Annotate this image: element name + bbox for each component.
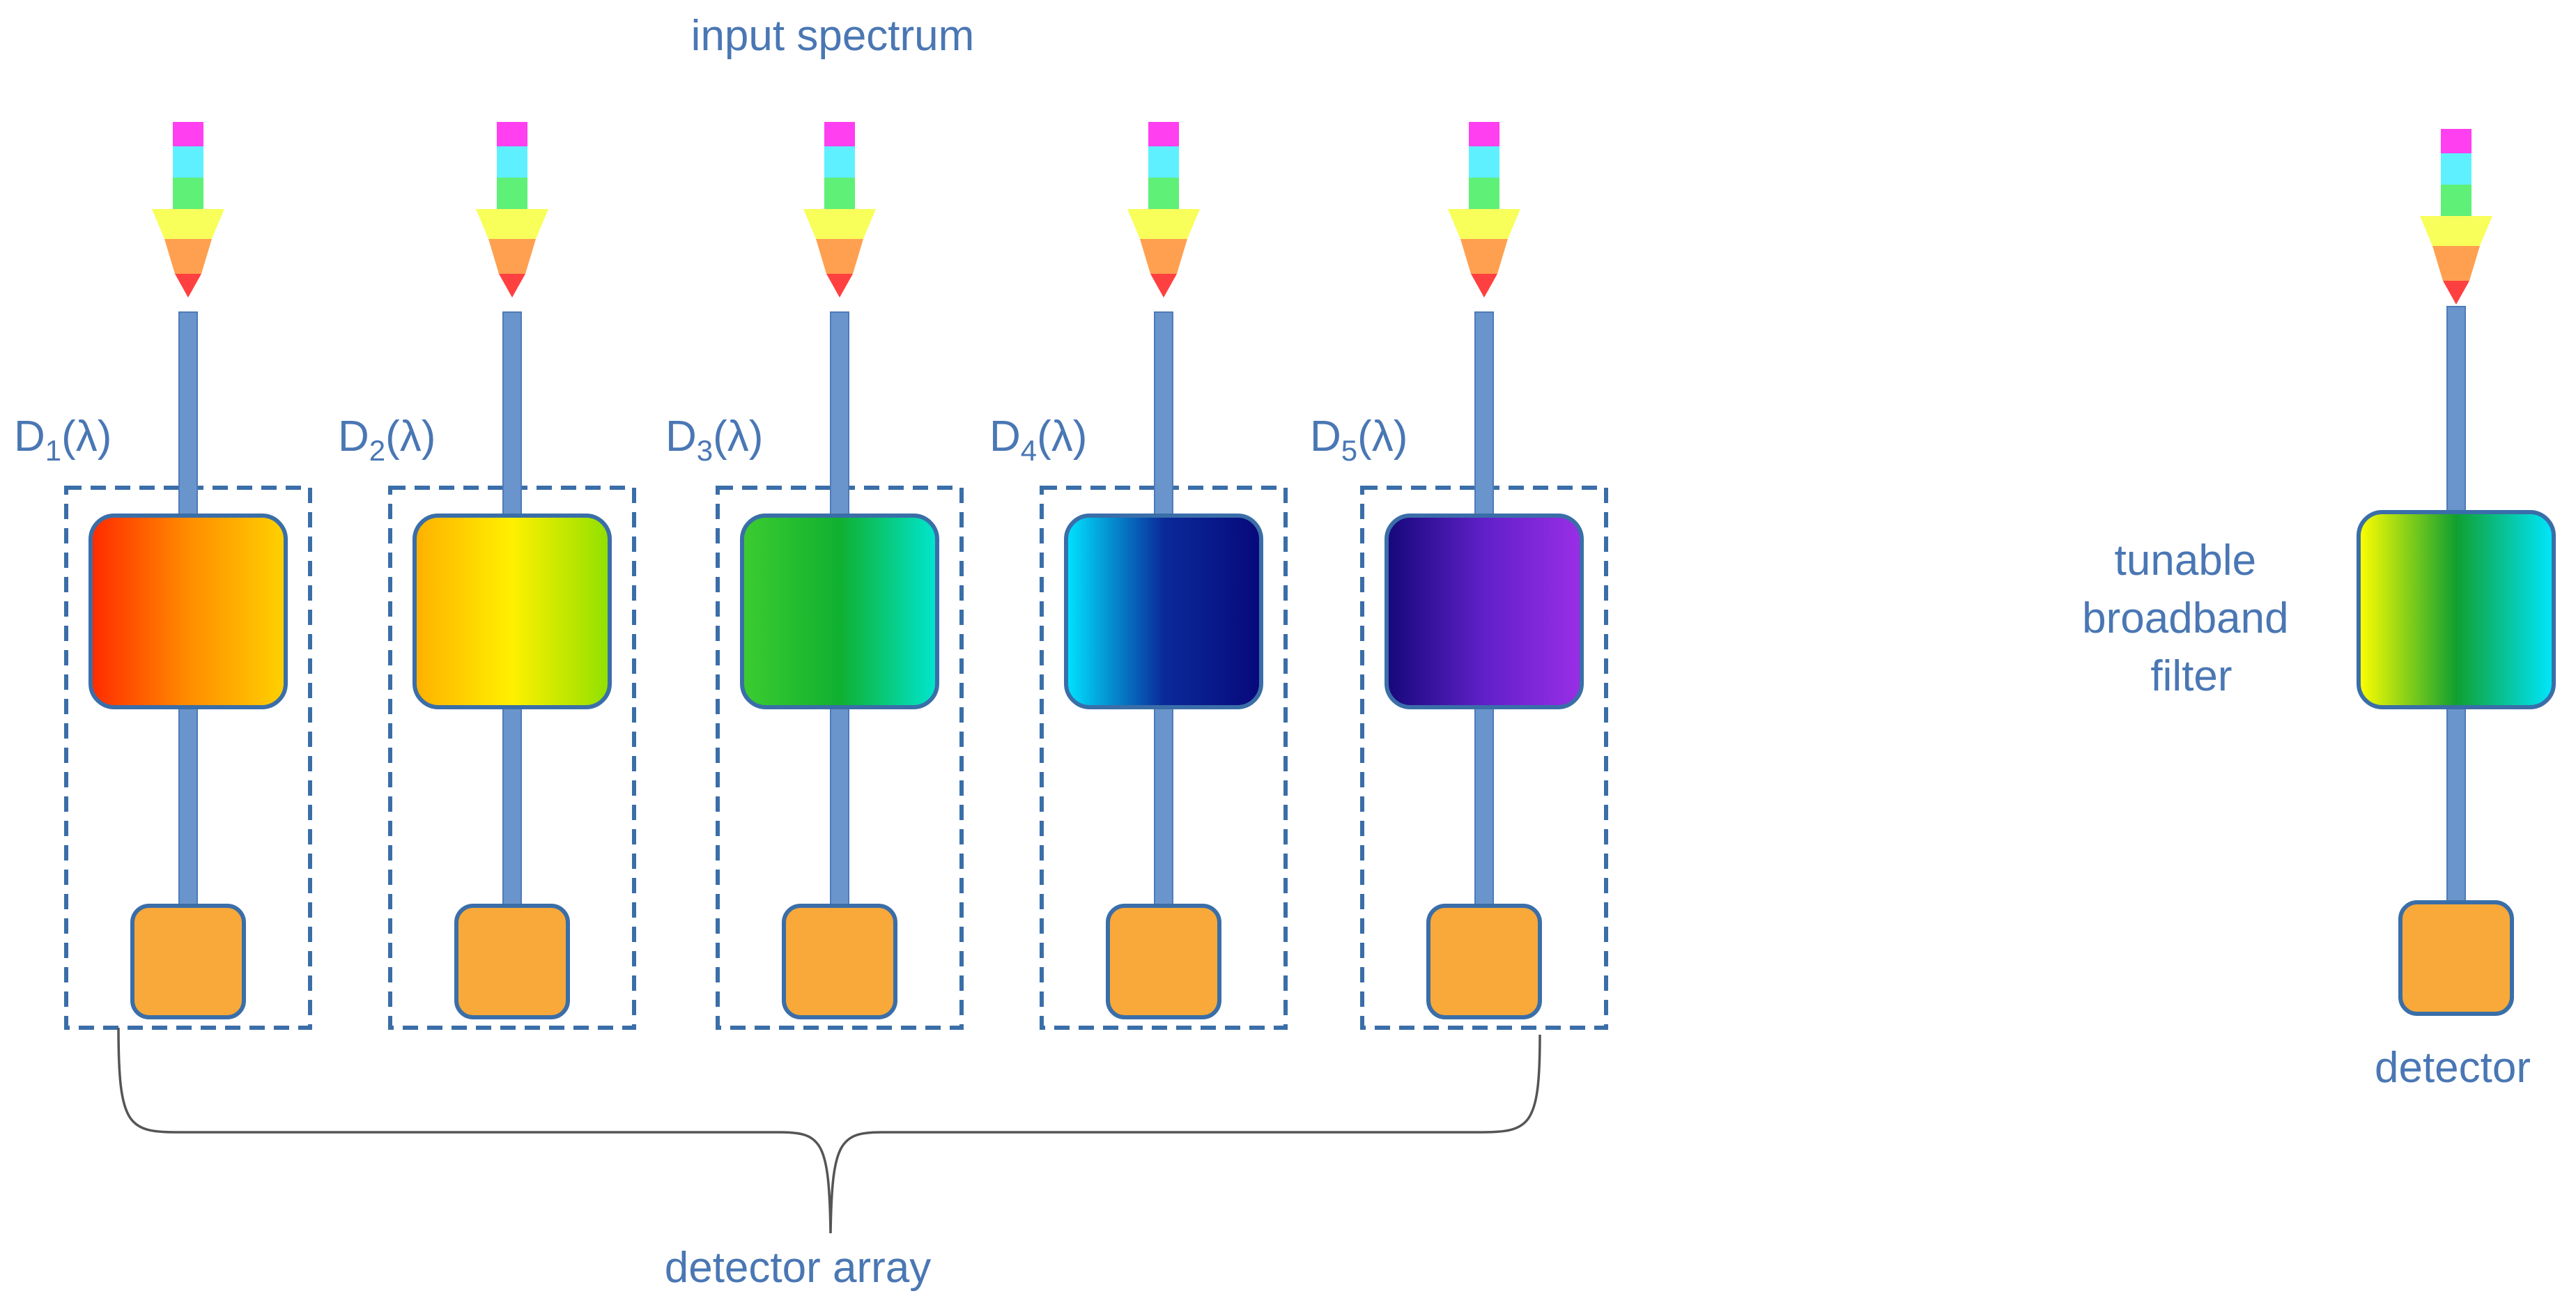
tunable-filter-system [2357,129,2556,1016]
filter-element [1385,514,1584,709]
tunable-filter-element [2357,510,2556,709]
detector-channels: D1(λ)D2(λ)D3(λ)D4(λ)D5(λ) [14,122,1608,1030]
filter-element [740,514,939,709]
spectrum-arrow-icon [1448,122,1520,298]
channel-symbol: D [665,412,697,461]
spectrum-arrow-icon [2420,129,2492,304]
channel: D3(λ) [665,122,964,1030]
spectrum-arrow-icon [1127,122,1200,298]
tunable-filter-label-line: filter [2150,652,2232,700]
filter-element [412,514,612,709]
filter-element [1064,514,1263,709]
channel-index: 2 [369,434,385,467]
channel-index: 5 [1341,434,1357,467]
channel-symbol: D [1310,412,1341,461]
detector-element [1106,904,1221,1019]
channel: D2(λ) [338,122,636,1030]
channel: D5(λ) [1310,122,1608,1030]
detector-array-brace [117,1027,1541,1234]
tunable-filter-label-line: broadband [2082,594,2289,642]
detector-element [454,904,570,1019]
detector-element [1426,904,1542,1019]
spectrum-arrow-icon [476,122,548,298]
channel-label: D2(λ) [338,412,435,467]
spectrum-arrow-icon [803,122,876,298]
channel-symbol: D [338,412,369,461]
channel-label: D3(λ) [665,412,763,467]
channel-label: D5(λ) [1310,412,1407,467]
detector-element [782,904,897,1019]
channel-index: 4 [1021,434,1037,467]
channel-argument: (λ) [1037,412,1087,461]
channel: D1(λ) [14,122,312,1030]
channel-argument: (λ) [1357,412,1407,461]
channel-index: 1 [45,434,61,467]
channel-symbol: D [989,412,1021,461]
detector-label: detector [2375,1044,2531,1092]
tunable-filter-label: tunable broadband filter [2082,537,2301,700]
detector-element [130,904,246,1019]
spectrum-arrow-icon [152,122,224,298]
channel-argument: (λ) [61,412,111,461]
channel-index: 3 [697,434,713,467]
filter-element [88,514,288,709]
channel-argument: (λ) [385,412,435,461]
detector-array-label: detector array [665,1244,932,1292]
channel-label: D4(λ) [989,412,1087,467]
detector-element [2398,900,2514,1016]
tunable-filter-label-line: tunable [2115,537,2256,585]
channel: D4(λ) [989,122,1288,1030]
channel-label: D1(λ) [14,412,111,467]
input-spectrum-title: input spectrum [691,12,975,60]
channel-argument: (λ) [713,412,763,461]
channel-symbol: D [14,412,45,461]
